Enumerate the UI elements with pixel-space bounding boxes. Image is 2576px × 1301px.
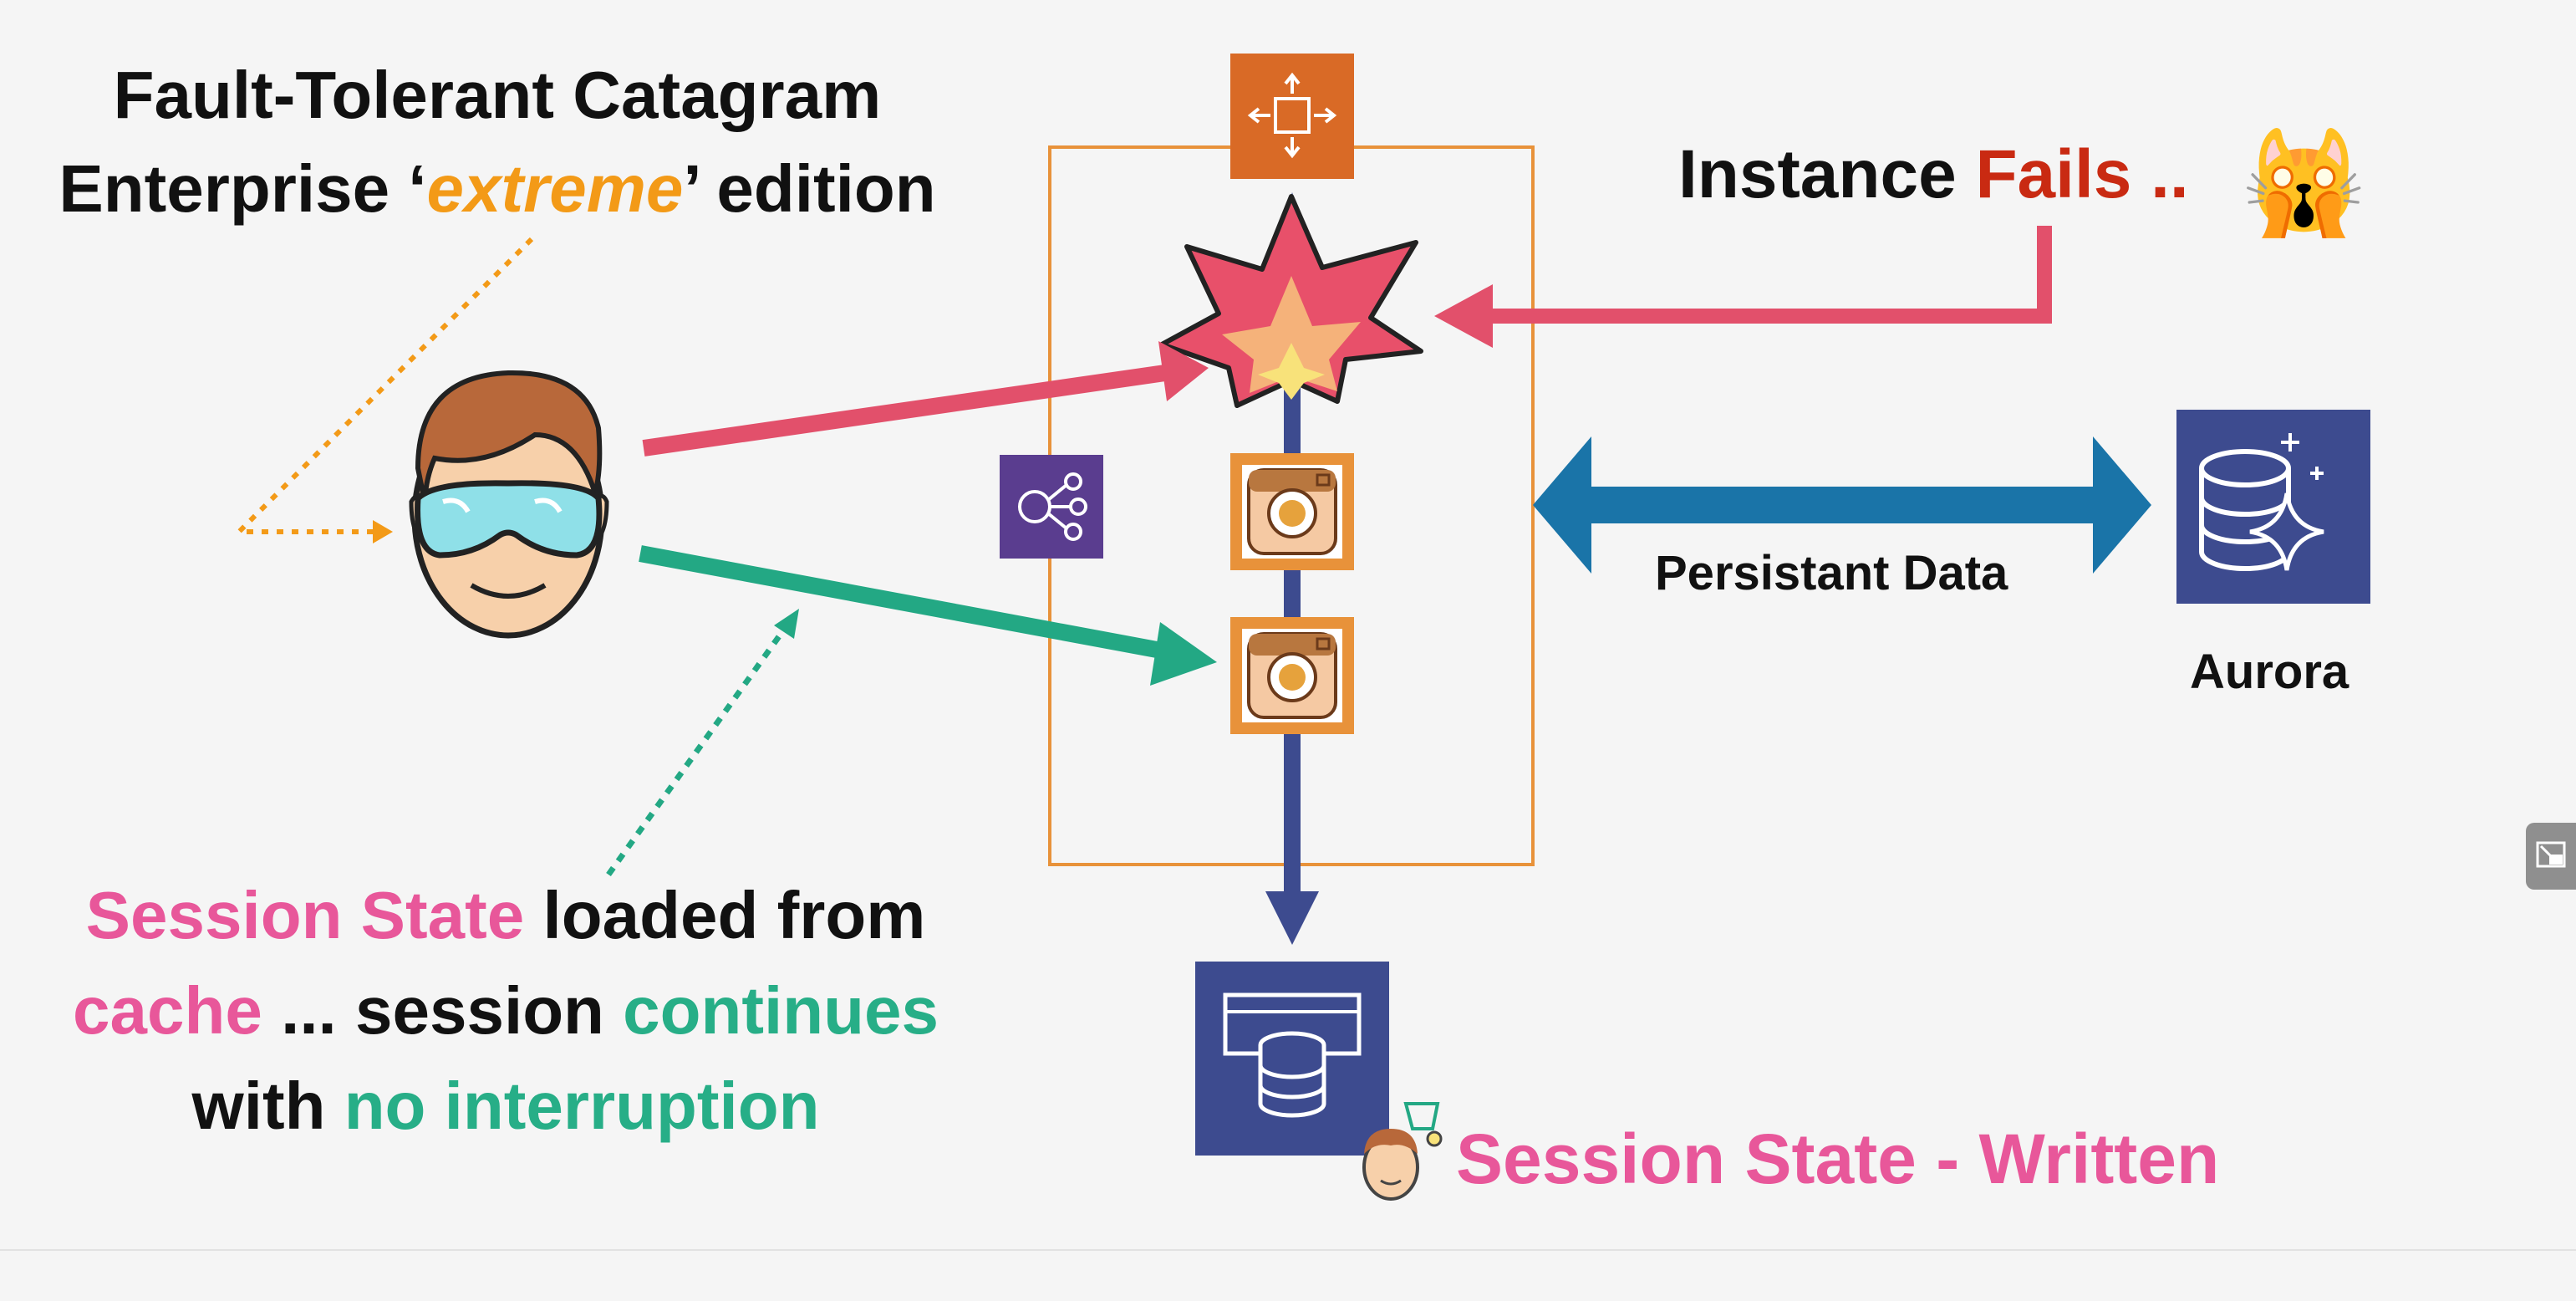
with-word: with [191, 1069, 344, 1143]
diagram-title: Fault-Tolerant Catagram Enterprise ‘extr… [17, 48, 978, 236]
instance-fails-prefix: Instance [1678, 136, 1976, 212]
no-interruption-phrase: no interruption [344, 1069, 820, 1143]
user-goggles-avatar [409, 370, 609, 639]
loaded-from-phrase: loaded from [524, 878, 926, 952]
request-arrow-green [639, 545, 1217, 686]
side-panel-toggle-button[interactable] [2526, 823, 2576, 890]
shopper-avatar-icon [1362, 1102, 1443, 1201]
persistent-data-label: Persistant Data [1655, 546, 2008, 600]
picture-in-picture-icon [2536, 841, 2566, 868]
session-line-3: with no interruption [25, 1059, 986, 1154]
elasticache-icon [1195, 962, 1389, 1156]
cache-word: cache [73, 973, 262, 1048]
instance-fails-label: Instance Fails .. 🙀 [1678, 125, 2366, 242]
footer-divider [0, 1249, 2576, 1251]
dotted-pointer-title [232, 237, 534, 543]
explosion-icon [1159, 194, 1423, 408]
instance-fails-word: Fails .. [1975, 136, 2189, 212]
ec2-instance-icon-2 [1230, 617, 1354, 734]
title-line-2-end: ’ edition [683, 151, 936, 226]
auto-scaling-icon [1230, 54, 1354, 179]
load-balancer-icon [1000, 455, 1103, 559]
session-line-2: cache ... session continues [25, 963, 986, 1059]
continues-word: continues [623, 973, 939, 1048]
session-state-description: Session State loaded from cache ... sess… [25, 868, 986, 1154]
ec2-instance-icon-1 [1230, 453, 1354, 570]
scared-cat-icon: 🙀 [2241, 127, 2366, 239]
persistent-data-arrow [1533, 436, 2151, 574]
session-state-phrase: Session State [85, 878, 525, 952]
dotted-pointer-session [606, 609, 799, 877]
request-arrow-red [642, 341, 1209, 457]
title-line-1: Fault-Tolerant Catagram [113, 58, 882, 132]
title-line-2-start: Enterprise ‘ [59, 151, 427, 226]
fail-pointer-arrow [1434, 226, 2052, 348]
aurora-label: Aurora [2190, 645, 2349, 699]
session-state-written-label: Session State - Written [1456, 1120, 2220, 1198]
aurora-database-icon [2176, 410, 2370, 604]
title-line-2: Enterprise ‘extreme’ edition [17, 142, 978, 236]
session-word: ... session [262, 973, 624, 1048]
title-emphasis: extreme [426, 151, 684, 226]
session-line-1: Session State loaded from [25, 868, 986, 963]
